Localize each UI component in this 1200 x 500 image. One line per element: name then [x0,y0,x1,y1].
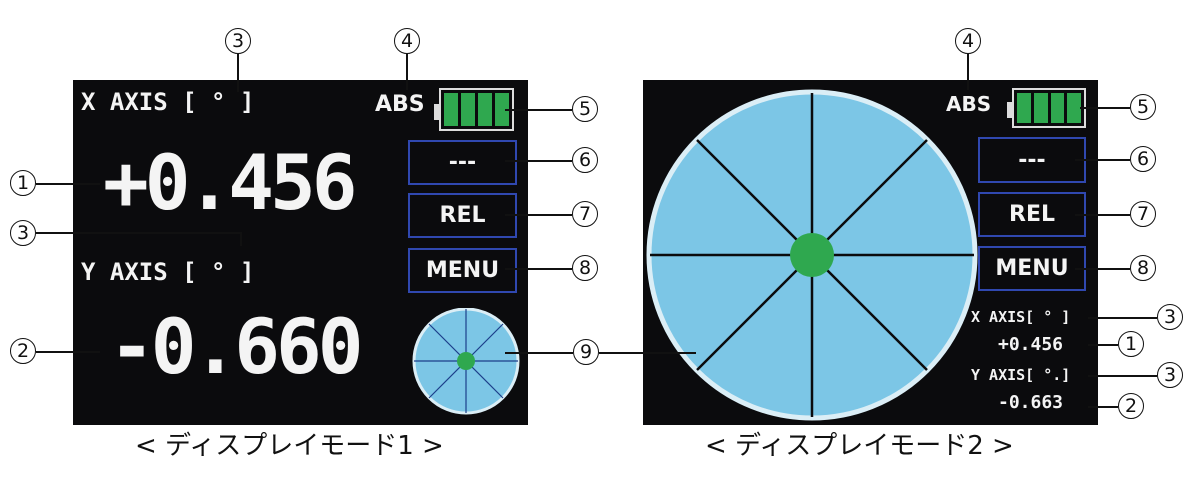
leader-line [1088,317,1157,319]
callout-6: 6 [1130,146,1156,172]
menu-button[interactable]: MENU [408,248,517,293]
display-mode2-screen: ABS --- REL MENU X AXIS[ ° ] +0.456 Y AX… [643,80,1098,425]
callout-8: 8 [572,255,598,281]
leader-line [1075,214,1130,216]
leader-line [599,352,696,354]
leader-line [406,54,408,90]
level-indicator-large [646,89,978,421]
blank-button[interactable]: --- [408,140,517,185]
level-bubble [457,352,475,370]
callout-4: 4 [955,28,981,54]
y-axis-label: Y AXIS [ ° ] [81,258,255,286]
callout-8: 8 [1130,255,1156,281]
menu-button[interactable]: MENU [978,246,1086,291]
callout-1: 1 [1118,331,1144,357]
callout-3: 3 [1157,304,1183,330]
callout-3: 3 [10,220,36,246]
callout-6: 6 [572,147,598,173]
callout-7: 7 [1130,201,1156,227]
y-axis-value: -0.663 [998,392,1064,413]
x-axis-label: X AXIS[ ° ] [971,308,1071,326]
battery-terminal [1007,102,1012,118]
y-axis-value: -0.660 [109,302,364,391]
leader-line [1088,344,1118,346]
leader-line [1088,375,1157,377]
leader-line [240,232,242,246]
y-axis-label: Y AXIS[ °.] [971,366,1071,384]
leader-line [237,54,239,92]
callout-2: 2 [1118,393,1144,419]
callout-3: 3 [1157,362,1183,388]
callout-2: 2 [10,338,36,364]
leader-line [1088,406,1118,408]
callout-4: 4 [394,28,420,54]
x-axis-value: +0.456 [103,138,358,227]
mode1-caption: < ディスプレイモード1 > [135,431,444,461]
callout-9: 9 [573,339,599,365]
leader-line [505,214,572,216]
leader-line [36,351,100,353]
callout-3: 3 [225,28,251,54]
leader-line [505,268,572,270]
leader-line [36,232,242,234]
callout-7: 7 [572,201,598,227]
x-axis-label: X AXIS [ ° ] [81,88,255,116]
level-indicator [412,308,520,415]
abs-mode-indicator: ABS [946,92,992,116]
leader-line [505,109,572,111]
mode2-caption: < ディスプレイモード2 > [705,431,1014,461]
abs-mode-indicator: ABS [375,92,425,117]
leader-line [967,54,969,90]
leader-line [1080,107,1130,109]
leader-line [1075,159,1130,161]
x-axis-value: +0.456 [998,334,1064,355]
battery-terminal [434,104,439,120]
level-bubble [790,233,834,277]
leader-line [36,183,100,185]
callout-5: 5 [572,96,598,122]
callout-1: 1 [10,170,36,196]
display-mode1-screen: X AXIS [ ° ] +0.456 Y AXIS [ ° ] -0.660 … [73,80,528,425]
leader-line [1075,268,1130,270]
rel-button[interactable]: REL [408,193,517,238]
leader-line [505,352,573,354]
blank-button[interactable]: --- [978,137,1086,183]
rel-button[interactable]: REL [978,192,1086,237]
battery-icon [1012,88,1086,128]
leader-line [505,160,572,162]
battery-icon [439,88,514,131]
callout-5: 5 [1130,94,1156,120]
